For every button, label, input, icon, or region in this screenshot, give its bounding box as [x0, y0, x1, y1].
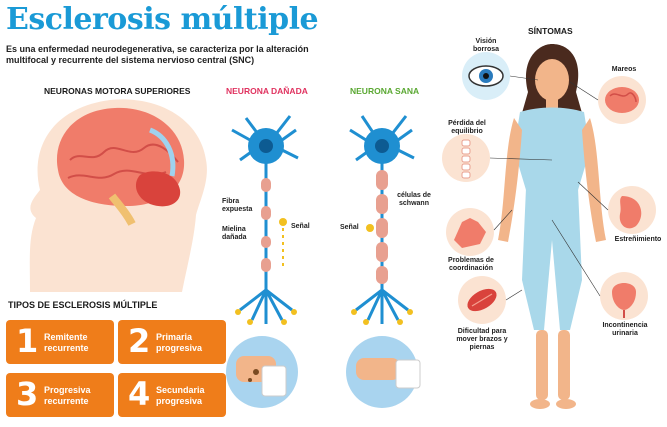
label-problemas-coordinacion: Problemas de coordinación — [448, 257, 494, 272]
hand-coordination-icon — [446, 208, 494, 256]
hand-cup-damaged-icon — [226, 336, 298, 408]
brain-dizziness-icon — [598, 76, 646, 124]
label-dificultad-mover: Dificultad para mover brazos y piernas — [456, 328, 508, 351]
healthy-neuron-illustration — [349, 115, 415, 325]
label-estrenimiento: Estreñimiento — [614, 236, 662, 243]
page-subtitle: Es una enfermedad neurodegenerativa, se … — [6, 44, 309, 65]
label-mareos: Mareos — [611, 66, 637, 73]
bladder-icon — [600, 272, 648, 320]
label-perdida-equilibrio: Pérdida del equilibrio — [448, 120, 486, 135]
damaged-neuron-illustration — [231, 115, 299, 325]
type-number: 3 — [16, 375, 39, 413]
type-number: 2 — [128, 322, 151, 360]
eye-icon — [462, 52, 510, 100]
label-senal-healthy: Señal — [340, 224, 359, 231]
type-number: 4 — [128, 375, 151, 413]
connector-lines — [489, 75, 609, 301]
woman-figure-illustration — [498, 44, 606, 409]
muscle-icon — [458, 276, 506, 324]
header-symptoms: SÍNTOMAS — [528, 26, 573, 36]
header-healthy-neuron: NEURONA SANA — [350, 86, 420, 96]
page-title: Esclerosis múltiple — [6, 2, 319, 37]
spine-icon — [442, 134, 490, 182]
types-header: TIPOS DE ESCLEROSIS MÚLTIPLE — [8, 300, 158, 310]
label-senal-damaged: Señal — [291, 223, 310, 230]
header-damaged-neuron: NEURONA DAÑADA — [226, 86, 308, 96]
header-upper-motor: NEURONAS MOTORA SUPERIORES — [44, 86, 191, 96]
type-number: 1 — [16, 322, 39, 360]
label-vision-borrosa: Visión borrosa — [472, 38, 500, 53]
label-incontinencia-urinaria: Incontinencia urinaria — [602, 322, 648, 337]
hand-cup-healthy-icon — [346, 336, 421, 408]
head-illustration — [29, 99, 207, 293]
label-celulas-schwann: células de schwann — [397, 192, 431, 207]
label-fibra-expuesta: Fibra expuesta — [222, 198, 253, 213]
stomach-icon — [608, 186, 656, 234]
label-mielina-danada: Mielina dañada — [222, 226, 247, 241]
